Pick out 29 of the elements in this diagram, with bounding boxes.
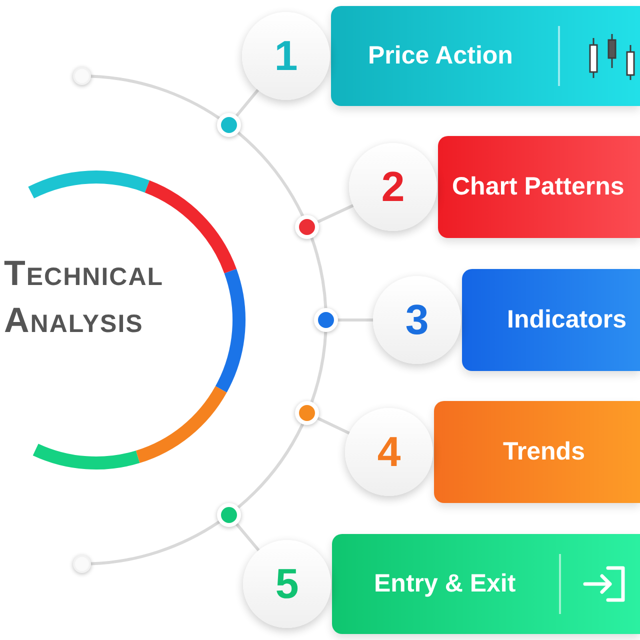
arc-line [236, 131, 304, 218]
step-number-circle: 5 [243, 540, 331, 628]
arc-line [90, 74, 221, 120]
step-number-circle: 2 [349, 143, 437, 231]
connector-line [316, 417, 351, 435]
connector-line [336, 318, 374, 322]
connector-line [316, 204, 355, 224]
step-label: Indicators [507, 306, 626, 334]
connector-line [235, 522, 260, 552]
step-banner [462, 269, 640, 371]
step-number-circle: 1 [242, 12, 330, 100]
end-dot [73, 555, 91, 573]
step-label: Trends [503, 438, 585, 466]
arc-line [310, 330, 328, 404]
step-label: Chart Patterns [452, 172, 624, 202]
step-label: Price Action [368, 42, 513, 70]
heading-text: Technical Analysis [4, 253, 164, 342]
connector-line [235, 88, 260, 118]
step-banner [332, 534, 640, 634]
arc-line [236, 422, 304, 509]
arc-line [90, 520, 221, 566]
end-dot [73, 67, 91, 85]
step-label: Entry & Exit [374, 570, 516, 598]
step-banner [331, 6, 640, 106]
arc-line [310, 236, 328, 310]
step-banner [434, 401, 640, 503]
step-banner [438, 136, 640, 238]
step-number-circle: 3 [373, 276, 461, 364]
step-number-circle: 4 [345, 408, 433, 496]
